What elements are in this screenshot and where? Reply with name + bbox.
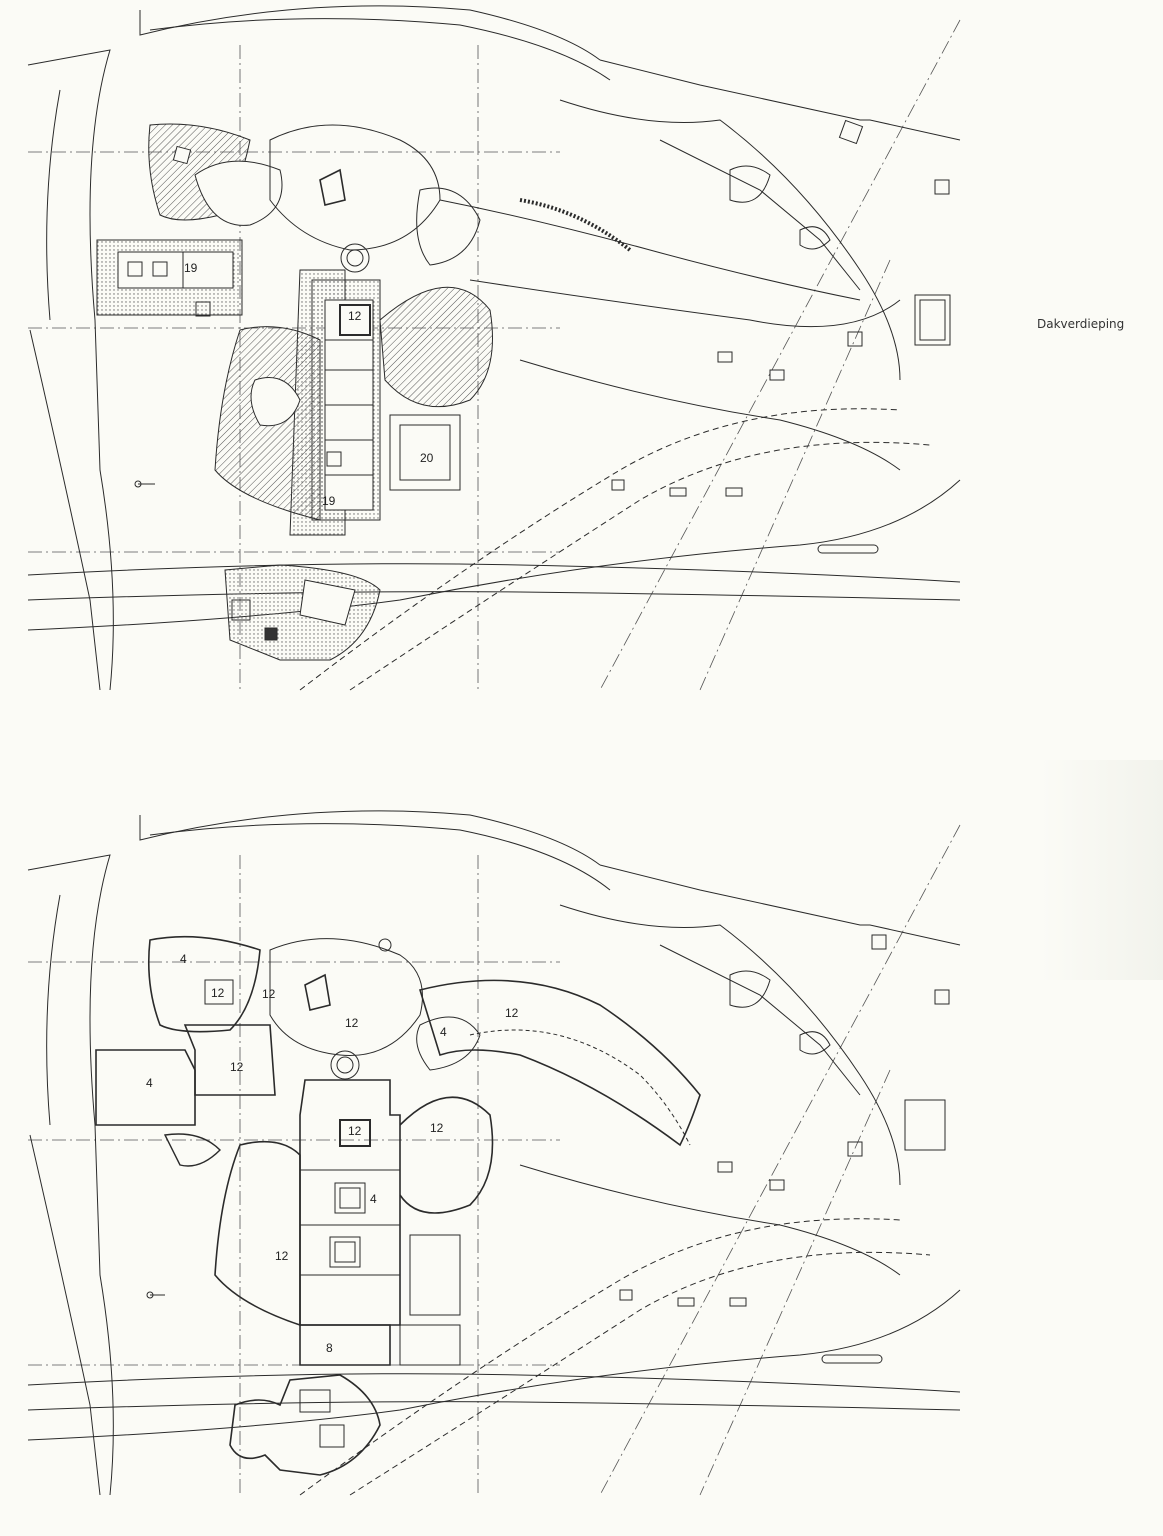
roof-label-2: 12: [348, 309, 362, 323]
floor-label-7: 4: [146, 1076, 153, 1090]
floor-label-9: 12: [348, 1124, 362, 1138]
roof-plan: 19 12 19 20: [0, 0, 1000, 700]
floor-label-5: 4: [440, 1025, 447, 1039]
floor-label-11: 4: [370, 1192, 377, 1206]
floor-label-13: 8: [326, 1341, 333, 1355]
page-caption: Dakverdieping: [1037, 317, 1125, 331]
floor-label-4: 12: [345, 1016, 359, 1030]
floor-plan: 4 12 12 12 4 12 4 12 12 12 4 12 8: [0, 805, 1000, 1505]
floor-label-10: 12: [430, 1121, 444, 1135]
floor-label-2: 12: [211, 986, 225, 1000]
floor-label-3: 12: [262, 987, 276, 1001]
roof-label-4: 20: [420, 451, 434, 465]
roof-label-1: 19: [184, 261, 198, 275]
floor-label-12: 12: [275, 1249, 289, 1263]
page-edge-bleed: [1040, 760, 1163, 980]
roof-label-3: 19: [322, 494, 336, 508]
floor-label-8: 12: [230, 1060, 244, 1074]
floor-plan-drawing: 4 12 12 12 4 12 4 12 12 12 4 12 8: [27, 810, 961, 1496]
floor-label-6: 12: [505, 1006, 519, 1020]
floor-label-1: 4: [180, 952, 187, 966]
roof-plan-drawing: 19 12 19 20: [27, 5, 961, 691]
